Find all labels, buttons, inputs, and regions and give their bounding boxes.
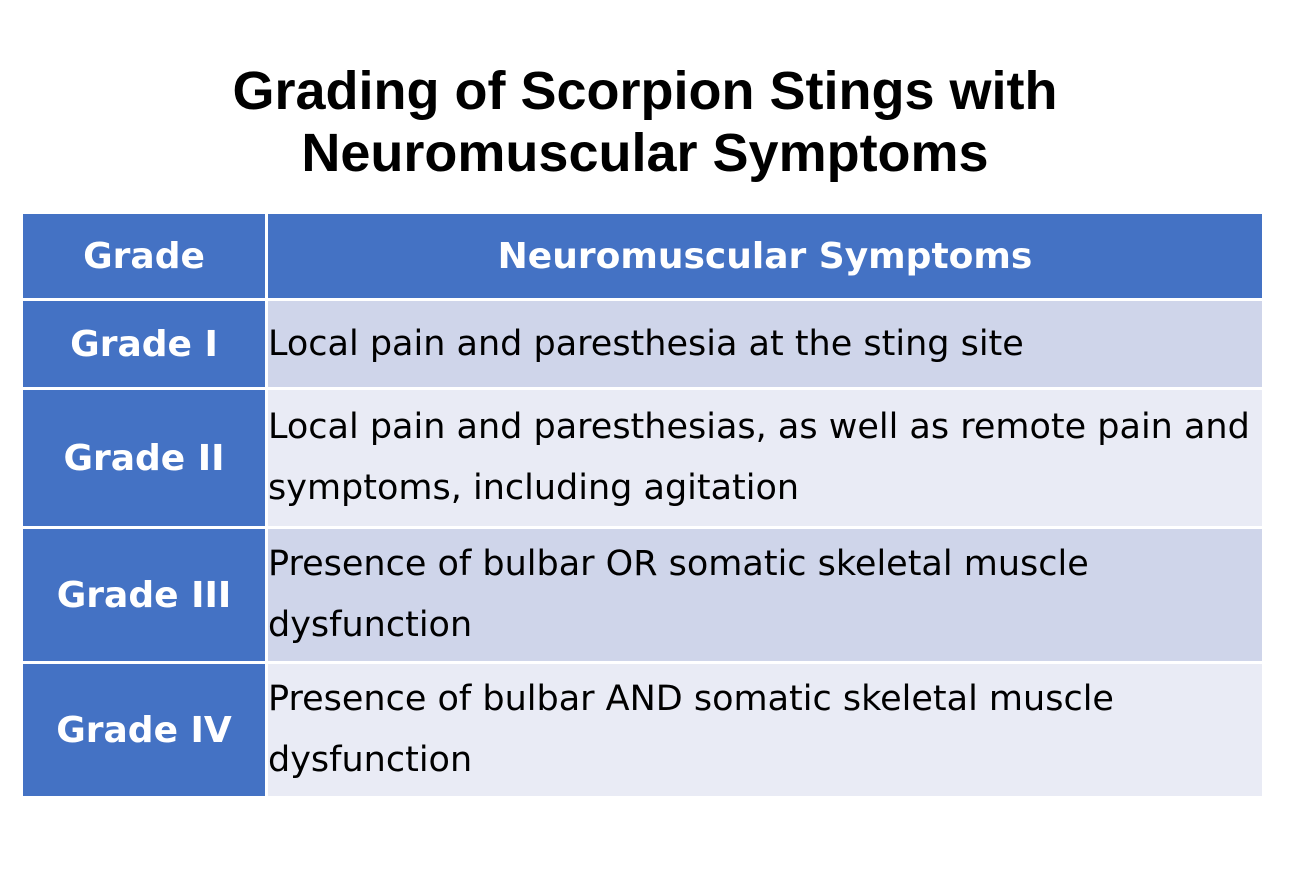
header-neuromuscular-symptoms: Neuromuscular Symptoms	[265, 211, 1265, 301]
title-line-1: Grading of Scorpion Stings with	[232, 61, 1058, 121]
grading-table: Grade Neuromuscular Symptoms Grade I Loc…	[20, 211, 1265, 799]
symptoms-cell: Local pain and paresthesias, as well as …	[265, 387, 1265, 529]
table-row: Grade II Local pain and paresthesias, as…	[20, 387, 1265, 529]
table-header-row: Grade Neuromuscular Symptoms	[20, 211, 1265, 301]
grade-cell: Grade IV	[20, 661, 268, 799]
grade-cell: Grade I	[20, 298, 268, 390]
symptoms-cell: Presence of bulbar OR somatic skeletal m…	[265, 526, 1265, 664]
grade-cell: Grade II	[20, 387, 268, 529]
table-row: Grade III Presence of bulbar OR somatic …	[20, 526, 1265, 664]
page-title: Grading of Scorpion Stings with Neuromus…	[0, 60, 1290, 184]
header-grade: Grade	[20, 211, 268, 301]
symptoms-cell: Presence of bulbar AND somatic skeletal …	[265, 661, 1265, 799]
grade-cell: Grade III	[20, 526, 268, 664]
table-row: Grade IV Presence of bulbar AND somatic …	[20, 661, 1265, 799]
title-line-2: Neuromuscular Symptoms	[301, 123, 989, 183]
symptoms-cell: Local pain and paresthesia at the sting …	[265, 298, 1265, 390]
table-row: Grade I Local pain and paresthesia at th…	[20, 298, 1265, 390]
